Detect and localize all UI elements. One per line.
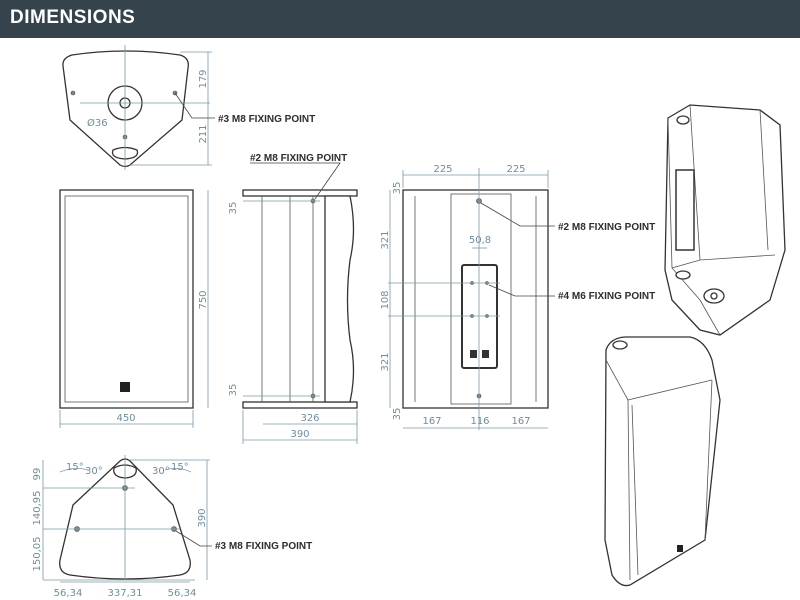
top-fixing-label: #3 M8 FIXING POINT (218, 114, 315, 125)
front-view: 750 450 (59, 189, 209, 428)
side-dim-top-35: 35 (228, 202, 239, 215)
rear-dim-167-right: 167 (511, 416, 530, 427)
side-view: 35 35 #2 M8 FIXING POINT 326 390 (228, 153, 358, 444)
rear-m8-label: #2 M8 FIXING POINT (558, 222, 655, 233)
bottom-dim-99: 99 (32, 468, 43, 481)
rear-dim-321-lower: 321 (380, 352, 391, 371)
page-title: DIMENSIONS (10, 7, 136, 28)
rear-dim-108: 108 (380, 290, 391, 309)
bottom-fixing-label: #3 M8 FIXING POINT (215, 541, 312, 552)
dim-326: 326 (300, 413, 319, 424)
header-bar: DIMENSIONS (0, 0, 800, 38)
bottom-dim-140-95: 140,95 (32, 491, 43, 526)
side-fixing-label: #2 M8 FIXING POINT (250, 153, 347, 164)
bottom-dim-56-34-left: 56,34 (54, 588, 83, 599)
dim-179: 179 (198, 69, 209, 88)
dim-211: 211 (198, 124, 209, 143)
rear-dim-left-225: 225 (433, 164, 452, 175)
speaker-3d-front-view (604, 336, 721, 587)
rear-dim-right-225: 225 (506, 164, 525, 175)
rear-m6-label: #4 M6 FIXING POINT (558, 291, 655, 302)
angle-30-left: 30° (85, 466, 103, 477)
rear-dim-50-8: 50,8 (469, 235, 491, 246)
bottom-view: 99 140,95 150,05 390 15° 30° 30° 15° 56,… (32, 455, 312, 599)
dim-750: 750 (198, 290, 209, 309)
rear-dim-35-bottom: 35 (392, 408, 403, 421)
dim-diameter: Ø36 (87, 117, 108, 129)
rear-view: 225 225 35 321 108 321 35 50,8 167 116 1… (380, 164, 655, 430)
angle-30-right: 30° (152, 466, 170, 477)
bottom-dim-56-34-right: 56,34 (168, 588, 197, 599)
rear-dim-116: 116 (470, 416, 489, 427)
bottom-dim-150-05: 150,05 (32, 537, 43, 572)
speaker-3d-rear-view (664, 104, 786, 336)
side-dim-bottom-35: 35 (228, 384, 239, 397)
angle-15-right: 15° (171, 462, 189, 473)
bottom-dim-337-31: 337,31 (108, 588, 143, 599)
rear-dim-321-upper: 321 (380, 230, 391, 249)
angle-15-left: 15° (66, 462, 84, 473)
top-view: 179 211 Ø36 #3 M8 FIXING POINT (62, 45, 315, 170)
rear-dim-35-top: 35 (392, 182, 403, 195)
rear-dim-167-left: 167 (422, 416, 441, 427)
dim-450: 450 (116, 413, 135, 424)
dim-390: 390 (290, 429, 309, 440)
bottom-dim-390: 390 (197, 508, 208, 527)
